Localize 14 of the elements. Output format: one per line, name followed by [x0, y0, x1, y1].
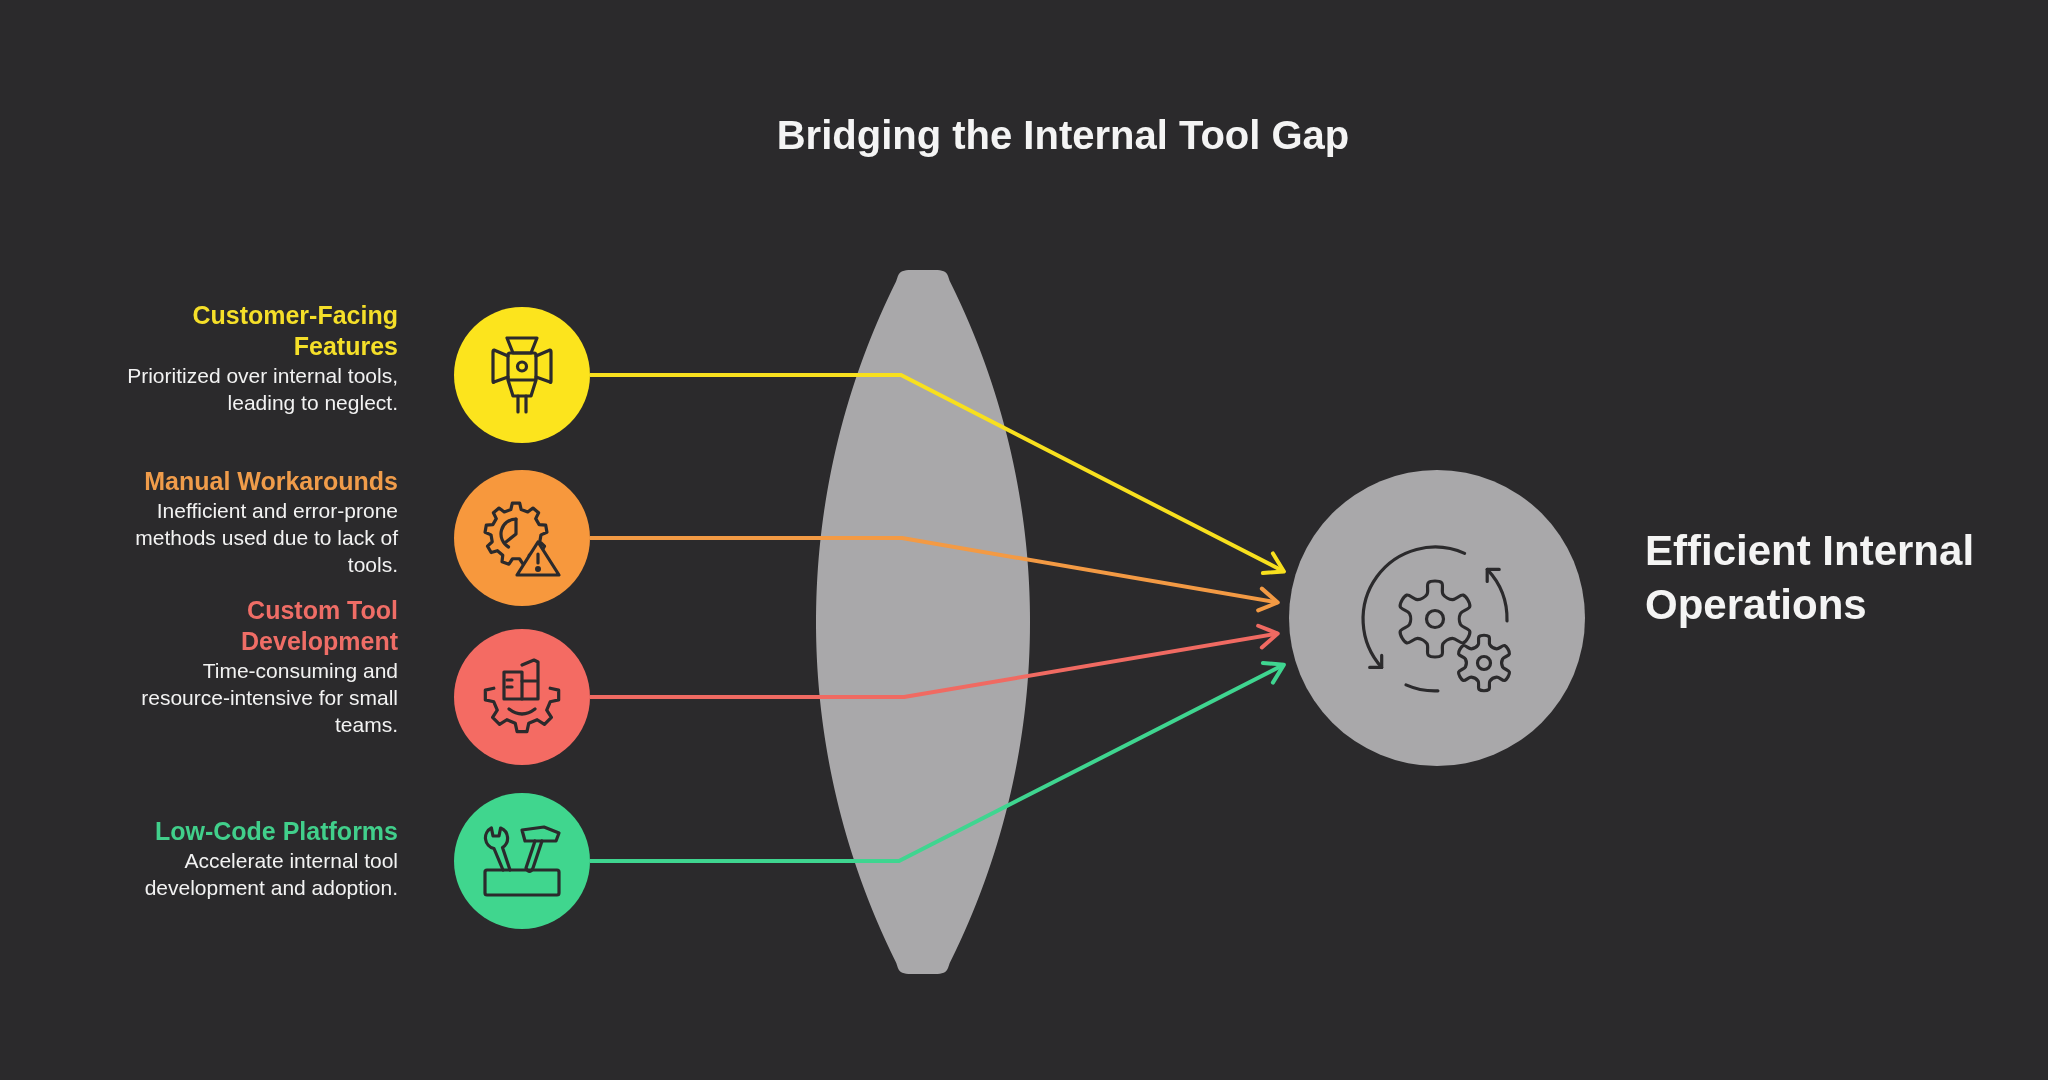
node-description: Prioritized over internal tools, leading to neglect.	[126, 363, 398, 416]
arrow	[590, 373, 1286, 576]
node-heading: Manual Workarounds	[144, 466, 398, 497]
node-description: Accelerate internal tool development and adoption.	[143, 848, 398, 901]
node-description: Time-consuming and resource-intensive for small teams.	[140, 658, 398, 738]
node-heading: Customer-Facing Features	[191, 300, 398, 362]
node-heading: Custom Tool Development	[240, 595, 398, 657]
arrow	[590, 623, 1280, 699]
node-description: Inefficient and error-prone methods used due to lack of tools.	[134, 498, 398, 578]
node-heading: Efficient Internal Operations	[1645, 526, 1976, 630]
arrow	[590, 536, 1280, 613]
arrow	[590, 661, 1286, 863]
title: Bridging the Internal Tool Gap	[776, 112, 1350, 159]
node-heading: Low-Code Platforms	[154, 816, 398, 847]
